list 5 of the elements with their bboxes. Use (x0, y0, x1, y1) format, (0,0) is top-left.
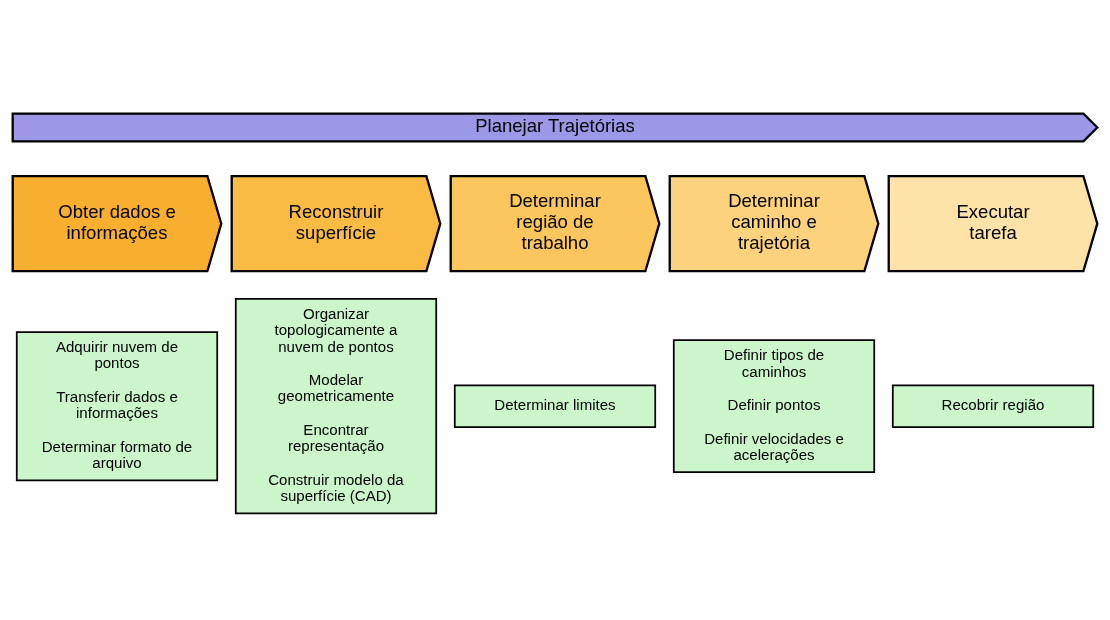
node-box: Determinar limites (453, 384, 657, 428)
node-box: Adquirir nuvem de pontos Transferir dados e informações Determinar formato de arquivo (15, 331, 219, 482)
node-box: Definir tipos de caminhos Definir pontos Definir velocidades e acelerações (672, 339, 876, 474)
node-box: Recobrir região (891, 384, 1095, 428)
node-box: Organizar topologicamente a nuvem de pontos Modelar geometricamente Encontrar representação Construir modelo da superfície (CAD) (234, 298, 438, 515)
